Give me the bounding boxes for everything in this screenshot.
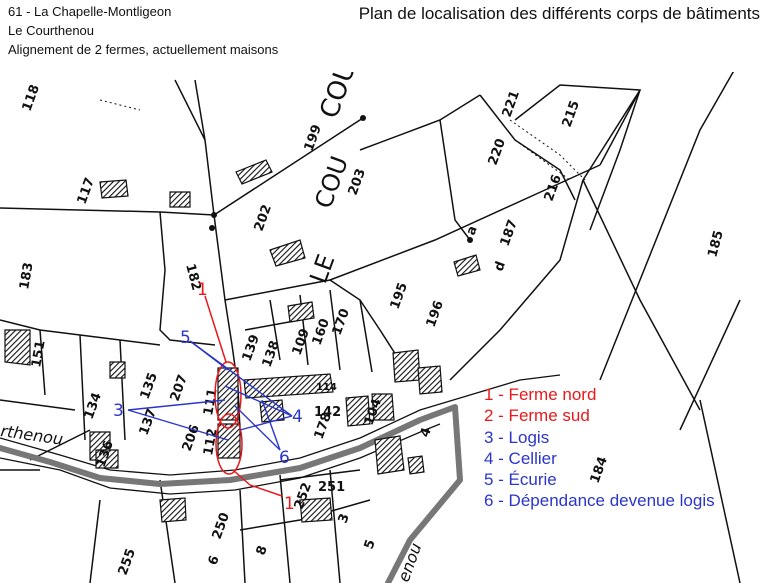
parcel-label-221: 221 xyxy=(500,89,523,120)
page-title: Plan de localisation des différents corp… xyxy=(358,4,760,23)
legend-item-6: 6 - Dépendance devenue logis xyxy=(484,491,715,511)
marker-1-south: 1 xyxy=(284,494,295,514)
parcel-label-215: 215 xyxy=(560,99,583,130)
parcel-label-183: 183 xyxy=(17,261,36,290)
marker-1-north: 1 xyxy=(197,280,208,300)
parcel-label-5: 5 xyxy=(362,538,379,552)
parcel-label-3: 3 xyxy=(336,512,353,526)
marker-6: 6 xyxy=(279,448,290,468)
parcel-label-d: d xyxy=(492,259,509,273)
survey-points xyxy=(209,115,473,243)
parcel-label-114: 114 xyxy=(316,382,337,393)
road-label: rthenou xyxy=(0,421,64,449)
parcel-label-250: 250 xyxy=(210,511,233,542)
parcel-label-151: 151 xyxy=(29,339,48,368)
marker-5: 5 xyxy=(180,328,191,348)
parcel-label-8: 8 xyxy=(254,544,271,558)
parcel-label-216: 216 xyxy=(542,173,565,204)
hamlet-label-court: COURT xyxy=(314,72,373,122)
parcel-label-255: 255 xyxy=(116,547,139,578)
farm-north-outline xyxy=(214,361,242,429)
parcel-label-196: 196 xyxy=(424,299,447,330)
description-line: Alignement de 2 fermes, actuellement mai… xyxy=(8,42,279,57)
parcel-label-139: 139 xyxy=(240,333,263,364)
legend-item-3: 3 - Logis xyxy=(484,427,550,447)
legend-item-5: 5 - Écurie xyxy=(484,470,557,490)
legend-item-1: 1 - Ferme nord xyxy=(484,385,597,404)
road-edges xyxy=(0,374,561,495)
annotation-markers: 1 1 5 3 4 6 xyxy=(113,280,303,514)
parcel-label-202: 202 xyxy=(252,203,275,234)
annotation-farms xyxy=(204,295,283,497)
parcel-label-199: 199 xyxy=(302,123,325,154)
header: 61 - La Chapelle-Montligeon Le Courtheno… xyxy=(0,0,768,72)
buildings xyxy=(4,159,481,523)
parcel-label-135: 135 xyxy=(138,371,161,402)
legend-item-4: 4 - Cellier xyxy=(484,448,557,468)
parcel-label-187: 187 xyxy=(498,218,521,249)
parcel-label-220: 220 xyxy=(486,137,509,168)
marker-3: 3 xyxy=(113,401,124,421)
parcel-label-207: 207 xyxy=(168,373,191,404)
parcel-label-206: 206 xyxy=(180,423,203,454)
legend-item-2: 2 - Ferme sud xyxy=(484,406,590,426)
parcel-boundaries xyxy=(0,72,741,583)
annotation-buildings xyxy=(127,340,293,451)
parcel-label-6: 6 xyxy=(206,554,223,568)
dotted-boundaries xyxy=(99,99,586,181)
hamlet-line: Le Courthenou xyxy=(8,23,95,38)
parcel-label-117: 117 xyxy=(75,176,98,207)
parcel-label-137: 137 xyxy=(137,407,160,438)
parcel-label-182: 182 xyxy=(182,262,204,292)
parcel-label-185: 185 xyxy=(705,229,727,259)
marker-4: 4 xyxy=(292,407,303,427)
parcel-label-134: 134 xyxy=(82,391,105,422)
parcel-label-251: 251 xyxy=(318,480,345,495)
hamlet-label-le: LE xyxy=(304,251,340,287)
road xyxy=(0,404,463,583)
parcel-label-118: 118 xyxy=(20,83,43,114)
cadastral-map: 118 117 183 151 182 199 202 203 221 215 … xyxy=(0,72,741,583)
parcel-label-142: 142 xyxy=(314,405,341,420)
parcel-label-195: 195 xyxy=(388,281,411,312)
farm-south-outline xyxy=(215,413,243,475)
location-line: 61 - La Chapelle-Montligeon xyxy=(8,4,172,19)
hamlet-label-cou: COU xyxy=(309,152,354,212)
